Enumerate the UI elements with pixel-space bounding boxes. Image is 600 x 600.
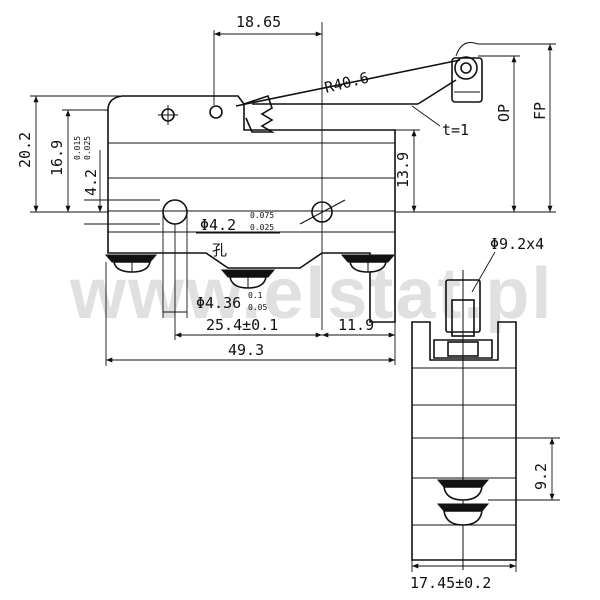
dim-pin-offset: 4.2 (82, 169, 100, 196)
dim-mount-tol-upper: 0.1 (248, 291, 263, 300)
dim-radius: R40.6 (323, 68, 371, 96)
terminal-center (220, 269, 276, 289)
dim-op: OP (495, 104, 513, 122)
dim-thickness: t=1 (442, 121, 469, 139)
dim-right-offset: 11.9 (338, 316, 374, 334)
front-view: 18.65 R40.6 t=1 OP FP 13.9 20.2 16.9 4.2… (16, 13, 556, 366)
mount-hole-left (162, 199, 188, 225)
lever-arm (235, 59, 461, 107)
housing-outline (107, 95, 396, 323)
dim-terminal-dia: Φ9.2x4 (490, 235, 544, 253)
side-terminal-upper (436, 479, 490, 501)
dim-fp: FP (531, 102, 549, 120)
terminal-right (340, 254, 396, 273)
dim-hole-dia: Φ4.2 (200, 216, 236, 234)
dim-mount-tol-lower: 0.05 (248, 303, 267, 312)
dim-body-width: 49.3 (228, 341, 264, 359)
side-body-outline (411, 321, 517, 561)
side-terminal-lower (436, 503, 490, 526)
roller (451, 56, 483, 103)
dim-hole-tol-upper: 0.075 (250, 211, 274, 220)
plunger (243, 94, 275, 133)
dim-pin-tol-lower: 0.025 (83, 136, 92, 160)
dim-hole-note: 孔 (212, 241, 227, 259)
terminal-left (104, 254, 158, 273)
dim-hole-spacing: 25.4±0.1 (206, 316, 278, 334)
watermark-text: www.elstat.pl (69, 254, 553, 334)
rivet-right (209, 105, 223, 119)
dim-total-height: 20.2 (16, 132, 34, 168)
dim-right-height: 13.9 (394, 152, 412, 188)
dim-top-width: 18.65 (236, 13, 281, 31)
side-view: Φ9.2x4 9.2 17.45±0.2 (410, 235, 560, 592)
dim-inner-height: 16.9 (48, 140, 66, 176)
dim-pin-tol-upper: 0.015 (73, 136, 82, 160)
dim-mount-dia: Φ4.36 (196, 294, 241, 312)
dim-side-width: 17.45±0.2 (410, 574, 491, 592)
dim-terminal-height: 9.2 (532, 463, 550, 490)
dim-hole-tol-lower: 0.025 (250, 223, 274, 232)
